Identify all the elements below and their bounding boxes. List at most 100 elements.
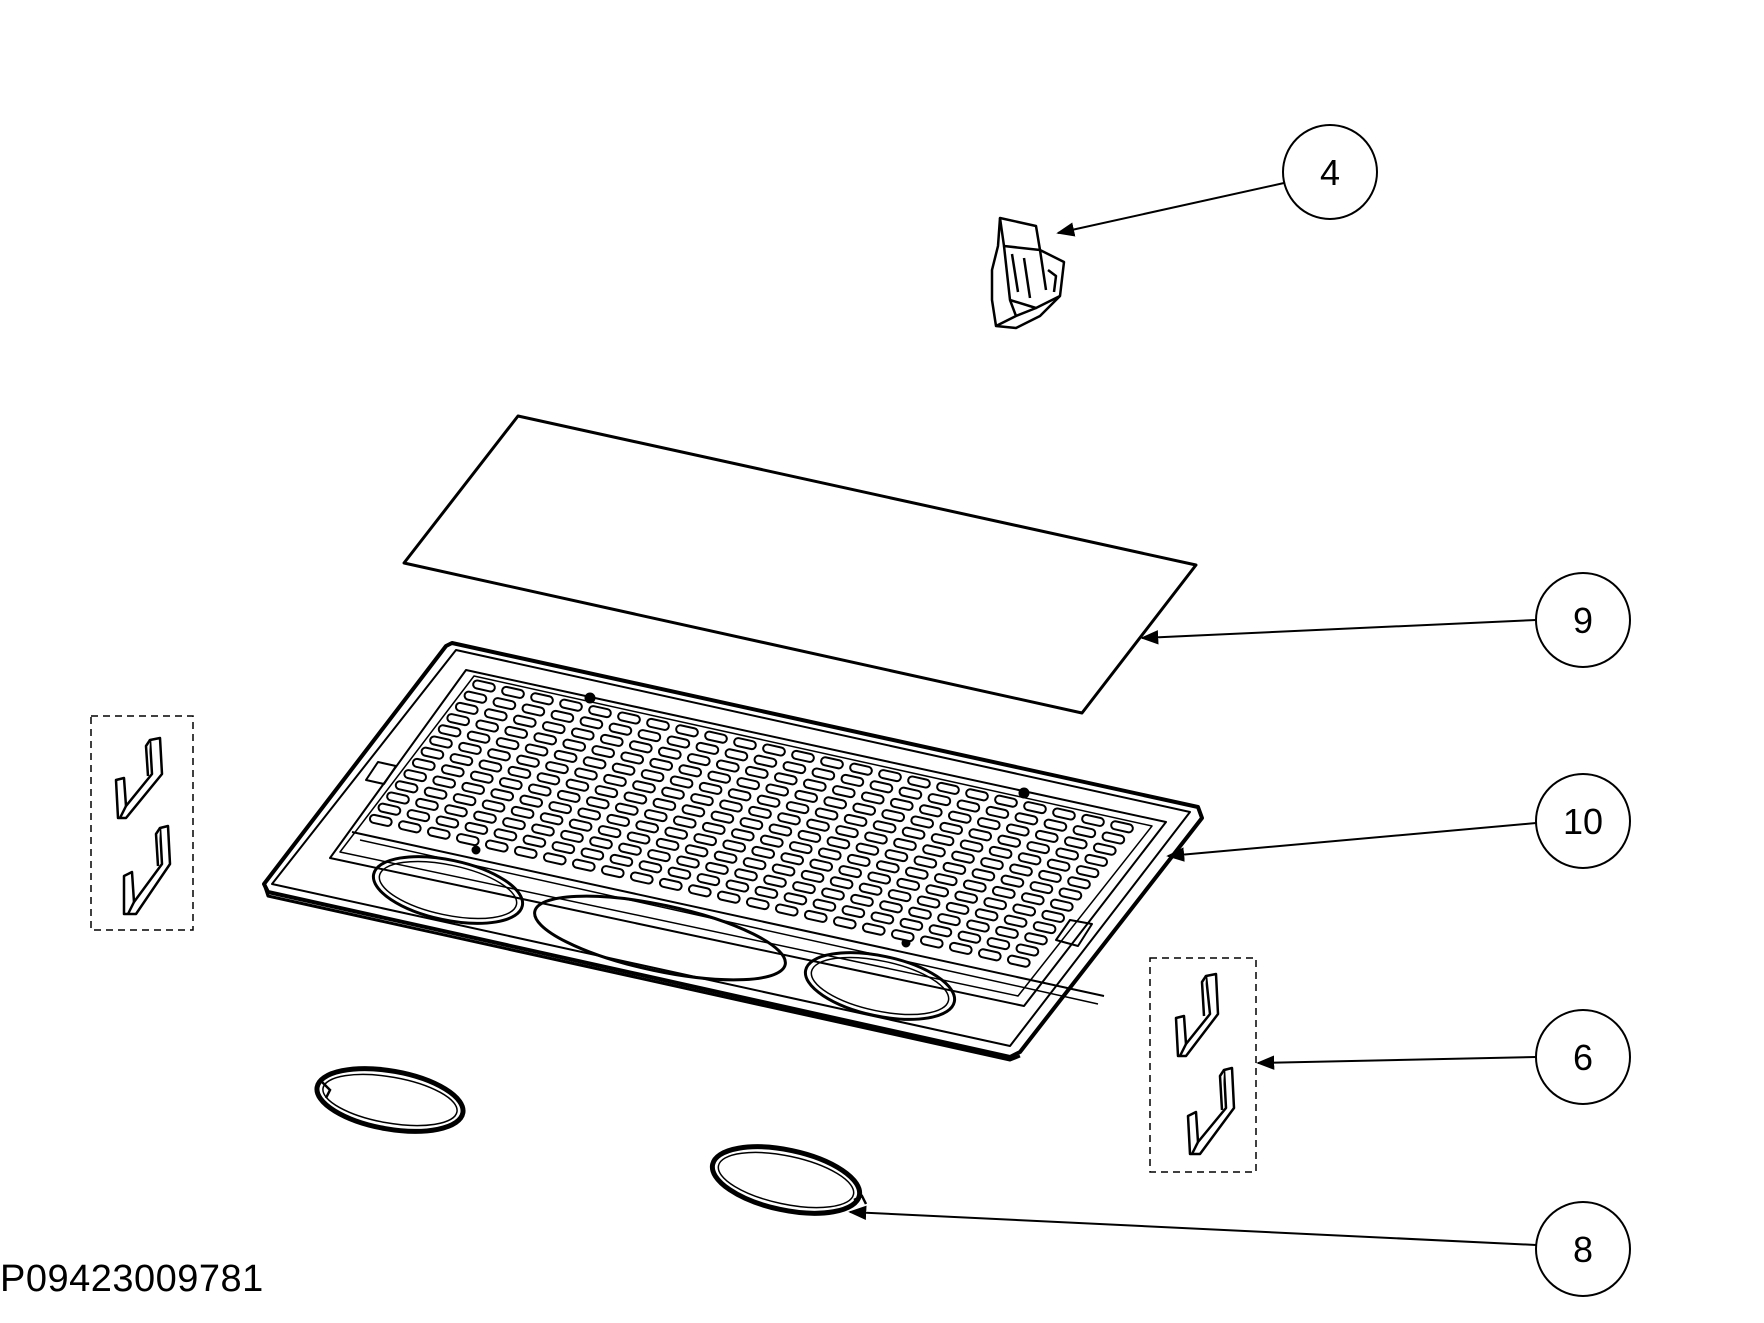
filter-slot	[623, 791, 648, 805]
filter-slot	[686, 753, 711, 767]
filter-slot	[541, 721, 566, 735]
filter-slot	[988, 845, 1013, 859]
filter-slot	[754, 885, 779, 899]
filter-slot	[516, 754, 540, 768]
filter-slot	[484, 839, 509, 853]
filter-slot	[956, 799, 981, 813]
filter-slot	[490, 788, 515, 802]
callout-4: 4	[1282, 124, 1378, 220]
filter-slot	[826, 836, 851, 850]
filter-slot	[846, 853, 871, 867]
filter-slot	[954, 890, 979, 904]
filter-slot	[780, 852, 805, 866]
filter-slot	[713, 850, 738, 864]
filter-slot	[803, 909, 828, 923]
filter-slot	[687, 884, 712, 898]
filter-slot	[437, 724, 462, 738]
filter-slot	[974, 908, 999, 922]
filter-slot	[553, 749, 578, 763]
filter-slot	[1032, 921, 1057, 935]
svg-text:9: 9	[1573, 600, 1593, 641]
filter-slot	[594, 785, 619, 799]
filter-slot	[858, 882, 883, 896]
filter-slot	[925, 884, 950, 898]
leader-lines	[848, 182, 1537, 1246]
filter-slot	[658, 877, 683, 891]
filter-slot	[524, 743, 549, 757]
svg-text:6: 6	[1573, 1037, 1593, 1078]
filter-slot	[814, 807, 839, 821]
filter-slot	[890, 929, 915, 943]
filter-slot	[608, 722, 633, 736]
filter-slot	[513, 845, 538, 859]
filter-slot	[426, 826, 451, 840]
filter-slot	[617, 711, 641, 725]
filter-slot	[599, 733, 624, 747]
filter-slot	[643, 809, 668, 823]
filter-slot	[744, 765, 769, 779]
filter-slot	[669, 775, 694, 789]
filter-slot	[472, 679, 496, 693]
filter-slot	[626, 831, 651, 845]
filter-slot	[492, 697, 517, 711]
filter-slot	[411, 757, 436, 771]
filter-slot	[742, 857, 767, 871]
filter-slot	[1101, 831, 1126, 845]
filter-slot	[664, 826, 689, 840]
filter-slot	[678, 764, 703, 778]
filter-slot	[785, 801, 810, 815]
filter-slot	[872, 820, 897, 834]
filter-slot	[1110, 820, 1134, 834]
filter-slot	[661, 786, 685, 800]
filter-slot	[850, 893, 874, 907]
part-4-clip	[990, 216, 1066, 330]
filter-slot	[831, 785, 856, 799]
filter-slot	[637, 729, 662, 743]
filter-slot	[852, 802, 877, 816]
filter-slot	[635, 820, 660, 834]
filter-slot	[948, 941, 973, 955]
filter-slot	[440, 764, 465, 778]
filter-slot	[704, 730, 728, 744]
filter-slot	[454, 701, 479, 715]
filter-slot	[588, 705, 612, 719]
filter-slot	[1012, 903, 1037, 917]
filter-slot	[504, 725, 529, 739]
filter-slot	[725, 879, 750, 893]
filter-slot	[730, 828, 755, 842]
filter-slot	[829, 876, 854, 890]
filter-slot	[1023, 801, 1047, 815]
filter-slot	[1043, 818, 1068, 832]
filter-slot	[377, 802, 402, 816]
filter-slot	[867, 871, 892, 885]
filter-slot	[707, 770, 732, 784]
filter-slot	[736, 777, 761, 791]
filter-slot	[696, 873, 721, 887]
filter-slot	[889, 797, 914, 811]
filter-slot	[792, 881, 816, 895]
filter-slot	[971, 868, 996, 882]
filter-slot	[527, 783, 552, 797]
filter-slot	[768, 823, 793, 837]
filter-slot	[1058, 887, 1083, 901]
filter-slot	[928, 924, 953, 938]
filter-slot	[942, 861, 967, 875]
filter-slot	[791, 749, 815, 763]
filter-slot	[698, 781, 723, 795]
filter-slot	[715, 759, 740, 773]
filter-slot	[817, 847, 842, 861]
filter-slot	[947, 810, 972, 824]
filter-slot	[609, 853, 634, 867]
filter-slot	[1009, 863, 1033, 877]
filter-slot	[498, 777, 523, 791]
filter-slot	[681, 804, 706, 818]
filter-slot	[519, 794, 544, 808]
filter-slot	[716, 890, 741, 904]
filter-slot	[487, 748, 511, 762]
filter-slot	[475, 719, 500, 733]
filter-slot	[879, 900, 903, 914]
filter-slot	[806, 818, 830, 832]
clip-icon	[1174, 972, 1236, 1156]
tray-opening-center	[533, 894, 787, 982]
filter-slot	[701, 821, 726, 835]
